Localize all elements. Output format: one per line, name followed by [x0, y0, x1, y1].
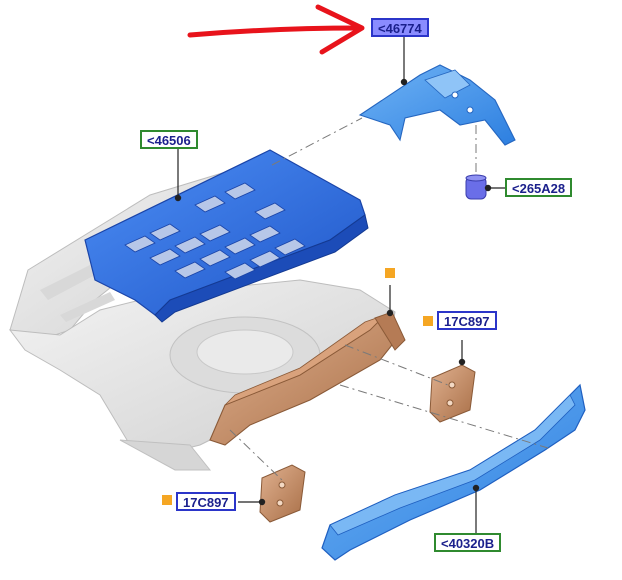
marker-17c897-right — [423, 316, 433, 326]
callout-46774[interactable]: <46774 — [371, 18, 429, 37]
upper-bracket — [358, 64, 516, 146]
bracket-17c897-right — [429, 364, 476, 423]
rear-floor-panel — [84, 149, 369, 323]
plug-part — [465, 174, 487, 200]
callout-46506[interactable]: <46506 — [140, 130, 198, 149]
red-arrow-icon — [187, 4, 365, 55]
callout-40320b[interactable]: <40320B — [434, 533, 502, 552]
assembly-lines — [229, 117, 549, 481]
callout-17c897-right[interactable]: 17C897 — [437, 311, 497, 330]
callout-17c897-left[interactable]: 17C897 — [176, 492, 236, 511]
leader-lines — [174, 37, 507, 535]
bracket-17c897-left — [259, 464, 306, 523]
marker-cross-member — [385, 268, 395, 278]
marker-17c897-left — [162, 495, 172, 505]
floor-pan — [8, 159, 396, 471]
rear-panel-40320b — [321, 383, 586, 561]
callout-265a28[interactable]: <265A28 — [505, 178, 573, 197]
